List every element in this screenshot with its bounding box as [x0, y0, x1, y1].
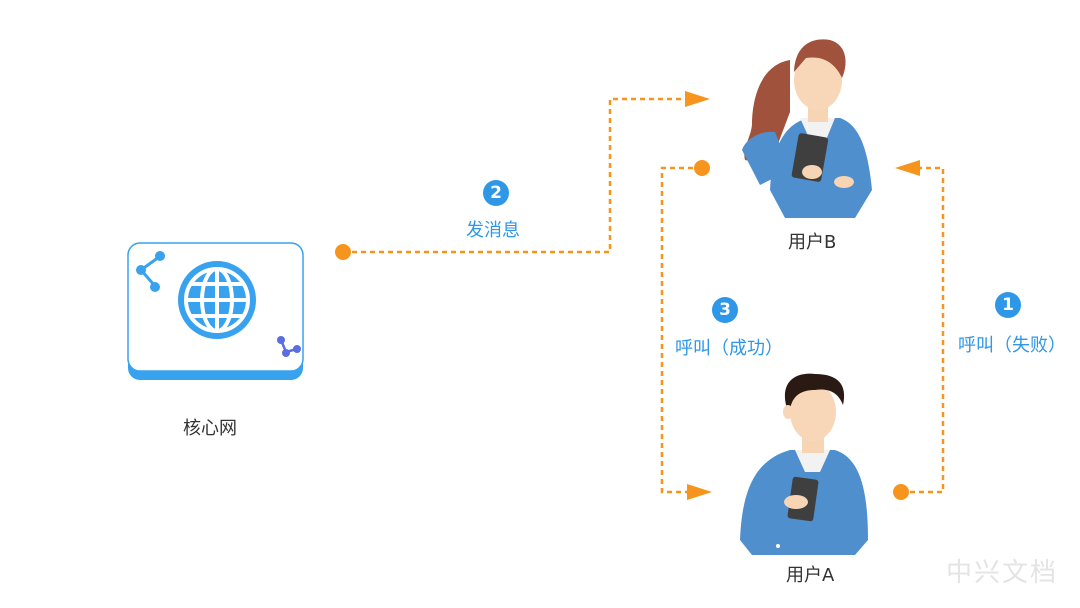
user-a-figure	[740, 373, 868, 555]
share-icon	[136, 251, 165, 292]
core-network-box	[127, 242, 304, 380]
core-network-label: 核心网	[183, 418, 237, 439]
user-b-figure	[742, 39, 872, 218]
watermark: 中兴文档	[946, 558, 1059, 588]
share-icon-small	[277, 336, 301, 357]
step-2-badge: 2	[483, 180, 509, 206]
step-1-badge: 1	[995, 292, 1021, 318]
user-b-label: 用户B	[788, 232, 837, 253]
step-3-label: 呼叫（成功）	[675, 338, 783, 359]
globe-icon	[178, 261, 256, 339]
step-2-label: 发消息	[466, 220, 520, 241]
user-a-label: 用户A	[786, 565, 835, 586]
arrow-call-fail	[893, 160, 945, 500]
step-3-badge: 3	[712, 297, 738, 323]
arrow-call-success	[660, 160, 712, 500]
arrow-send-message	[335, 91, 710, 260]
step-1-label: 呼叫（失败）	[958, 335, 1066, 356]
